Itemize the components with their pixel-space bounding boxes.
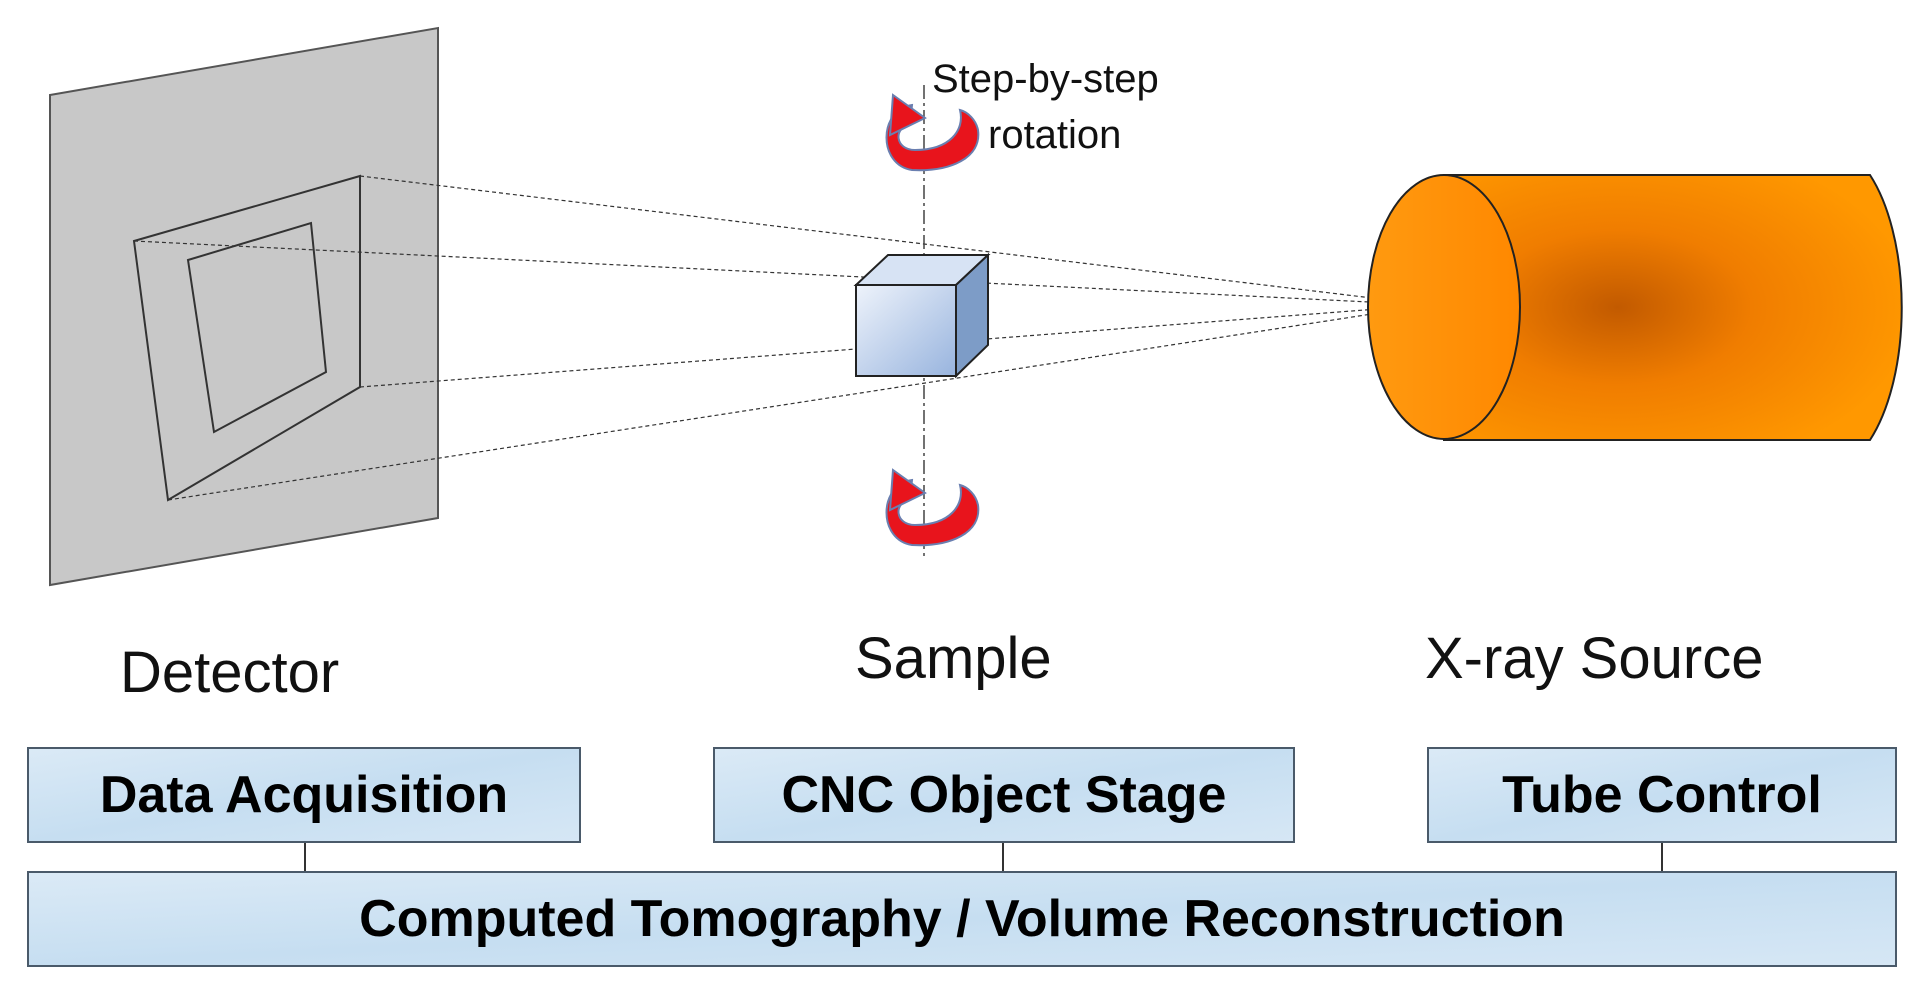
rotation-arrow-icon bbox=[885, 93, 980, 172]
x-ray-tube-icon bbox=[1367, 174, 1903, 441]
cnc-object-stage-label: CNC Object Stage bbox=[782, 766, 1227, 824]
x-ray-source-label: X-ray Source bbox=[1425, 626, 1763, 691]
data-acquisition-label: Data Acquisition bbox=[100, 766, 508, 824]
tube-control-box: Tube Control bbox=[1427, 747, 1897, 843]
rotation-label-line1: Step-by-step bbox=[932, 57, 1159, 101]
cnc-object-stage-box: CNC Object Stage bbox=[713, 747, 1295, 843]
rotation-label-line2: rotation bbox=[988, 113, 1121, 157]
detector-label: Detector bbox=[120, 640, 339, 705]
sample-label: Sample bbox=[855, 626, 1052, 691]
data-acquisition-box: Data Acquisition bbox=[27, 747, 581, 843]
sample-cube-icon bbox=[853, 252, 991, 379]
tube-control-label: Tube Control bbox=[1502, 766, 1822, 824]
reconstruction-box: Computed Tomography / Volume Reconstruct… bbox=[27, 871, 1897, 967]
detector-plate-icon bbox=[49, 26, 439, 587]
beam-lines bbox=[133, 175, 1431, 501]
connector-lines bbox=[304, 842, 1663, 872]
reconstruction-label: Computed Tomography / Volume Reconstruct… bbox=[359, 890, 1565, 948]
rotation-arrow-icon bbox=[885, 468, 980, 547]
